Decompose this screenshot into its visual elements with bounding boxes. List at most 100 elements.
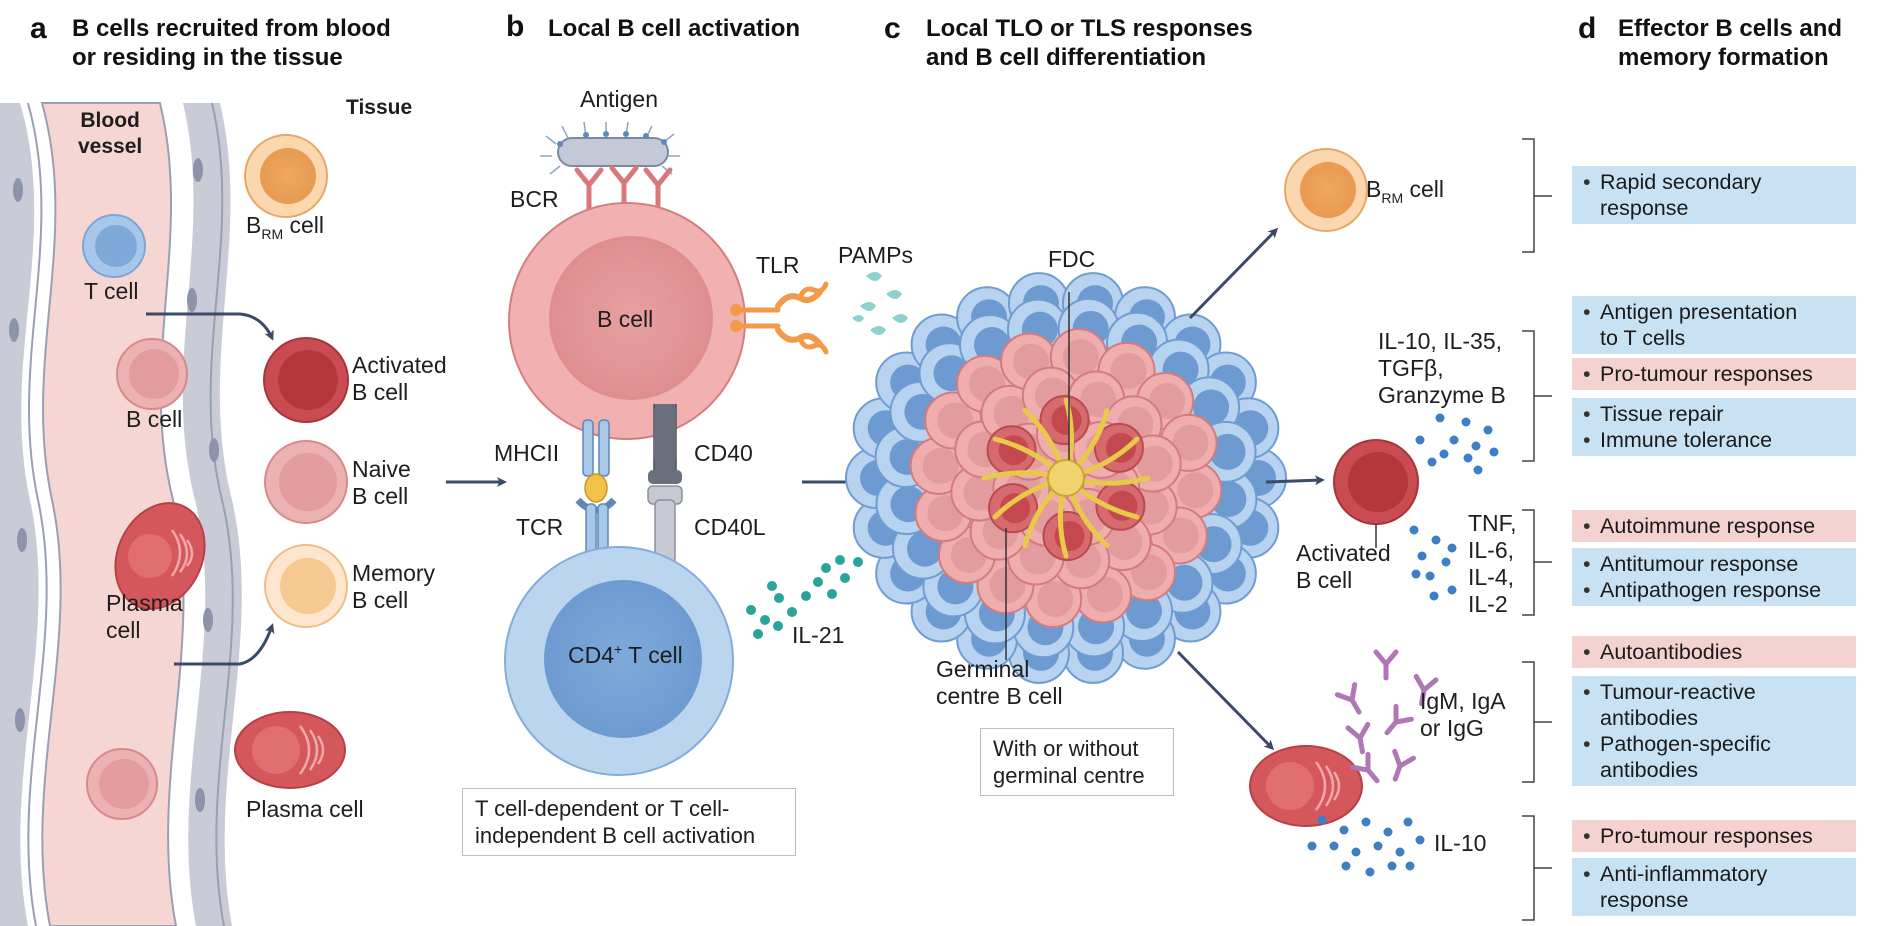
follicle-b-cell-nucleus [1062,339,1099,376]
cytokine-dot [1449,435,1459,445]
cytokine-dot [1339,825,1349,835]
activated-b-cell-label: Activated B cell [352,352,447,405]
il10-dots [1307,815,1425,877]
cytokine-dot [1483,425,1493,435]
tcr-label: TCR [516,514,564,540]
il10-label: IL-10 [1434,830,1487,856]
effect-item: Antigen presentation to T cells [1583,299,1850,351]
mhcii-label: MHCII [494,440,560,466]
effect-box-blue: Anti-inflammatory response [1572,858,1856,916]
arrow-to-activated [1265,475,1325,486]
cytokine-dot [1415,435,1425,445]
tertiary-lymphoid-structure [845,272,1287,684]
cytokine-dots-1 [1415,413,1499,475]
effect-item: Pathogen-specific antibodies [1583,731,1850,783]
cytokine-dot [1447,543,1457,553]
cytokine-dot [1329,841,1339,851]
effect-item: Rapid secondary response [1583,169,1850,221]
cytokine-dot [1473,465,1483,475]
antibody [1392,748,1417,782]
antibody [1413,673,1439,707]
fdc-cell [981,397,1151,559]
cytokine-dot [1461,417,1471,427]
pamps-label: PAMPs [838,242,913,268]
panel-b-title: Local B cell activation [548,15,801,42]
cytokine-dot [1435,413,1445,423]
effect-item: Pro-tumour responses [1583,823,1850,849]
brm-cell-right [1284,148,1368,232]
naive-b-cell-label: Naive B cell [352,456,411,509]
effect-item: Immune tolerance [1583,427,1850,453]
b-cell-large-label: B cell [597,306,654,332]
fdc-label: FDC [1048,246,1096,272]
activated-b-cell-right-label: Activated B cell [1296,540,1391,593]
cytokines-1-label: IL-10, IL-35, TGFβ, Granzyme B [1378,328,1506,408]
cd4-t-cell [504,546,734,776]
antibody [1345,721,1371,755]
effect-box-pink: Autoimmune response [1572,510,1856,542]
cytokine-dot [1427,457,1437,467]
panel-letter-a: a [30,12,47,45]
panel-a-title: B cells recruited from blood or residing… [72,15,391,71]
memory-b-cell-label: Memory B cell [352,560,436,613]
cytokine-dot [1417,551,1427,561]
tlr-receptor [730,281,829,355]
effect-box-blue: Tumour-reactive antibodiesPathogen-speci… [1572,676,1856,786]
antibody [1350,751,1380,784]
cytokine-dot [1439,449,1449,459]
antibody-cluster [1334,649,1439,784]
bcr-label: BCR [510,186,559,212]
cytokine-dot [1351,847,1361,857]
blood-vessel [0,102,242,926]
effect-box-blue: Antitumour responseAntipathogen response [1572,548,1856,606]
follicle-t-cell-nucleus [1193,389,1230,426]
il21-label: IL-21 [792,622,845,648]
antigen-label: Antigen [580,86,659,112]
antibody [1373,649,1399,681]
effect-box-pink: Pro-tumour responses [1572,820,1856,852]
t-cell-label: T cell [84,278,139,304]
cytokine-dot [1441,557,1451,567]
brackets [1522,138,1552,921]
cytokine-dot [1361,817,1371,827]
follicle-t-cell-nucleus [973,326,1010,363]
tissue-label: Tissue [346,96,413,119]
panel-letter-b: b [506,10,525,43]
follicle-b-cell-nucleus [1136,445,1173,482]
b-cell-vessel-lower [86,748,158,820]
cytokine-dot [1431,535,1441,545]
tlr-label: TLR [756,252,800,278]
cytokine-dot [1365,867,1375,877]
follicle-b-cell-nucleus [1162,517,1199,554]
antibodies-label: IgM, IgA or IgG [1420,688,1506,741]
cytokine-dot [1411,569,1421,579]
brm-cell-tissue [244,134,328,218]
panel-letter-d: d [1578,12,1597,45]
effect-item: Tissue repair [1583,401,1850,427]
activated-b-cell-right [1333,439,1419,525]
follicle-b-cell-nucleus [1177,472,1214,509]
arrow-t-cell-to-activated [146,312,274,341]
antibody [1384,703,1414,736]
il21-dots [746,555,863,639]
b-cell-vessel-label: B cell [126,406,183,432]
arrow-to-brm [1188,227,1279,320]
brm-cell-tissue-label: BRM cell [246,212,325,242]
cd40-label: CD40 [694,440,753,466]
blood-vessel-label: Blood vessel [78,109,143,158]
antibody [1334,682,1362,715]
cd4-t-cell-label: CD4+ T cell [568,641,683,668]
panel-c-title: Local TLO or TLS responses and B cell di… [926,15,1253,71]
cytokine-dot [1425,571,1435,581]
fdc-body [1047,459,1085,497]
cytokine-dot [1403,817,1413,827]
germinal-centre-b-cell-nucleus [1000,493,1031,524]
cytokine-dot [1341,861,1351,871]
panel-letter-c: c [884,12,901,45]
effect-item: Autoantibodies [1583,639,1850,665]
arrow-plasma-to-memory [174,623,275,666]
cytokine-dot [1447,585,1457,595]
follicle-t-cell-nucleus [1209,433,1246,470]
plasma-cell-vessel-label: Plasma cell [106,590,183,643]
